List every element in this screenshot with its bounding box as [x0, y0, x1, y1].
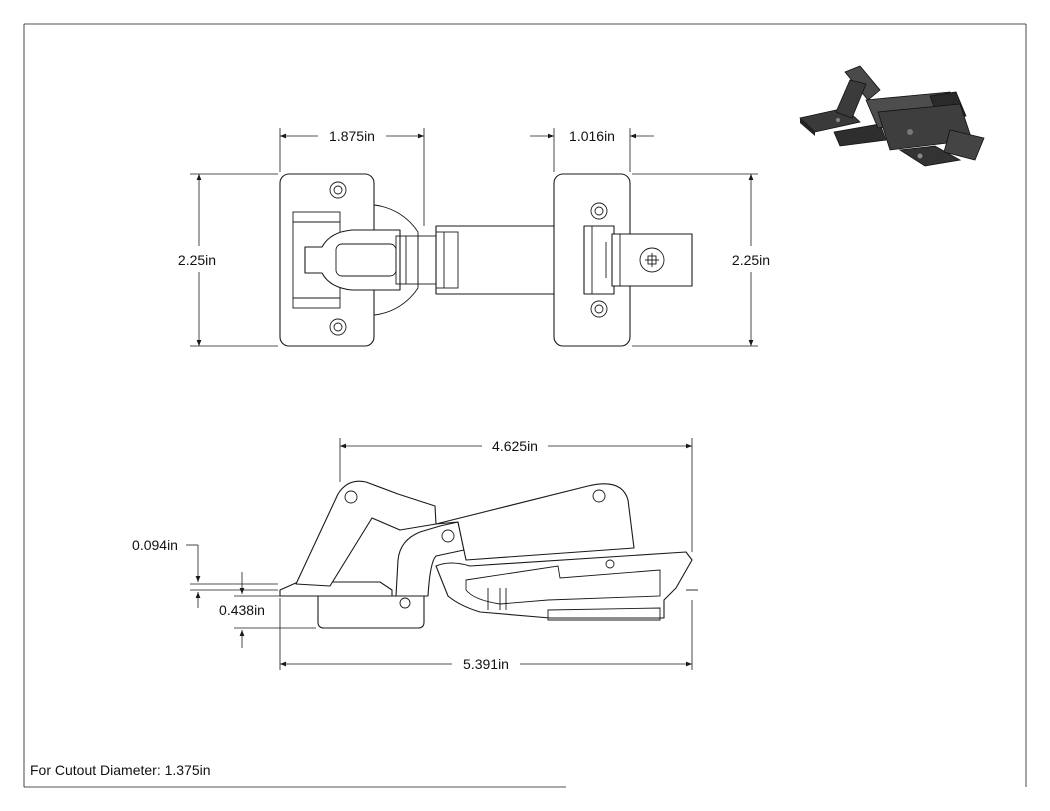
dim-overall-top: 4.625in [492, 438, 538, 454]
dim-offset-small: 0.094in [132, 537, 178, 553]
drawing-frame [23, 23, 1027, 788]
hinge-side-view [279, 480, 698, 629]
upper-link [295, 480, 437, 587]
main-arm [435, 483, 635, 561]
cutout-note: For Cutout Diameter: 1.375in [30, 762, 211, 778]
top-view-dimensions: 1.875in 1.016in 2.25in 2.25in [178, 128, 770, 347]
dim-height-right: 2.25in [732, 252, 770, 268]
side-view-dimensions: 4.625in 0.094in 0.438in 5.391in [132, 438, 693, 672]
cup-body [317, 595, 425, 629]
hinge-isometric-view [799, 65, 985, 167]
dim-height-left: 2.25in [178, 252, 216, 268]
adjustment-screw [639, 247, 665, 273]
hinge-top-view [279, 173, 693, 347]
dim-plate-thickness: 0.438in [219, 602, 265, 618]
dim-width-right: 1.016in [569, 128, 615, 144]
dim-width-left: 1.875in [329, 128, 375, 144]
dim-overall-bottom: 5.391in [463, 656, 509, 672]
arm-linkage [304, 229, 401, 291]
